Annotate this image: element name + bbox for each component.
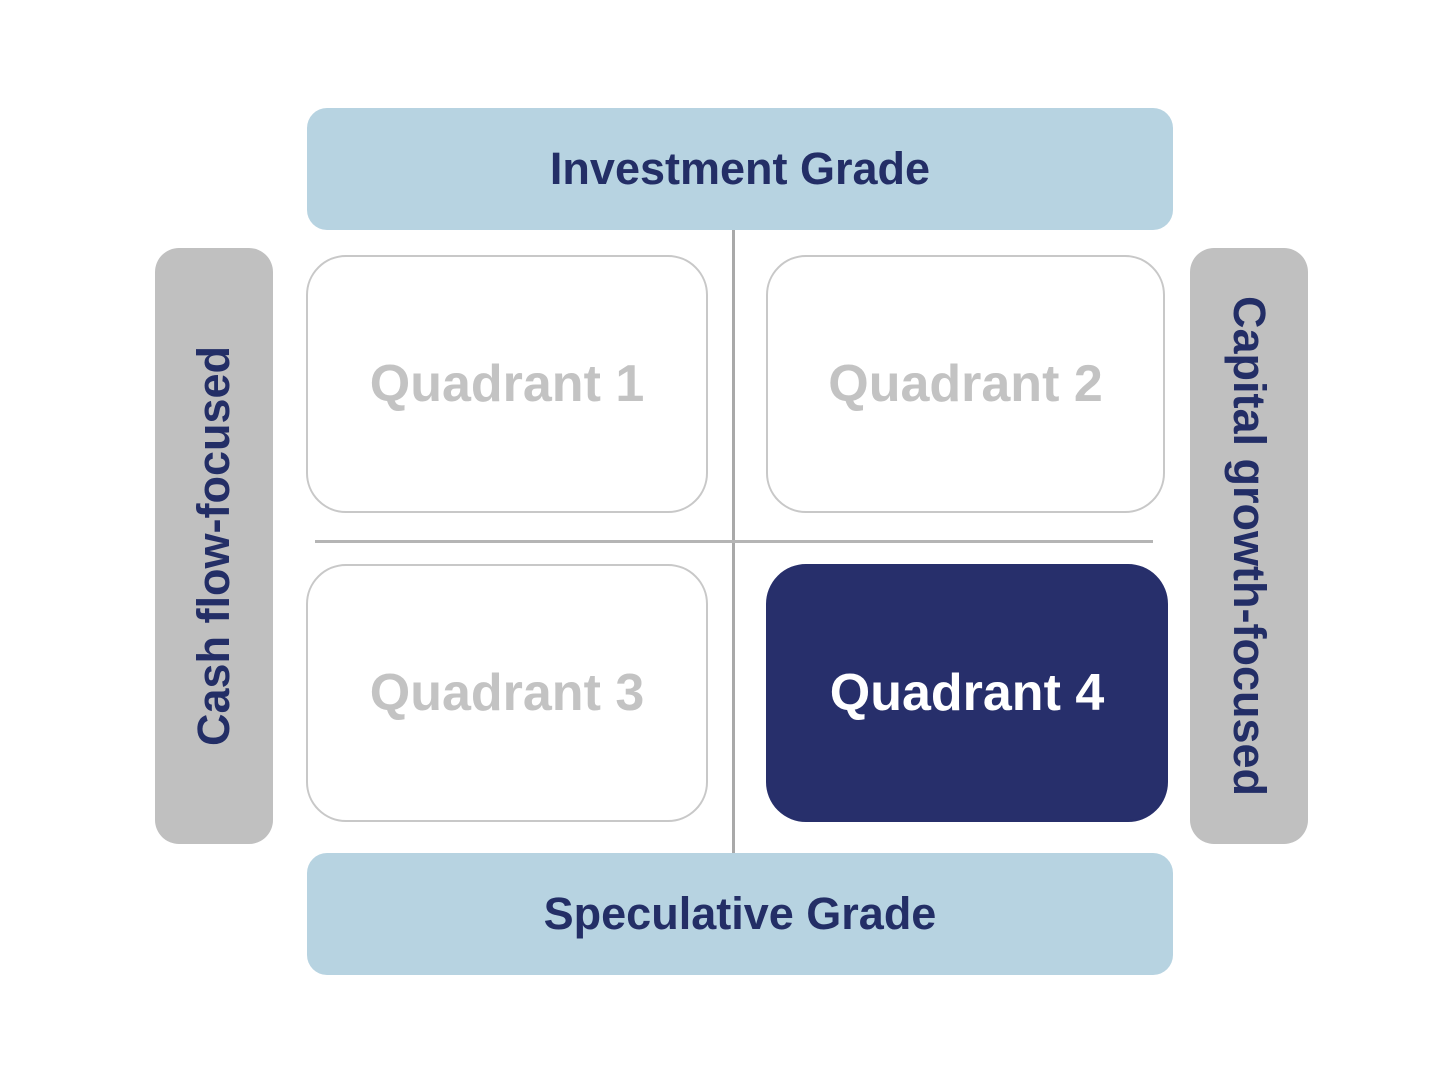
investment-grade-label: Investment Grade	[549, 143, 931, 194]
quadrant-4-label: Quadrant 4	[829, 664, 1105, 722]
bottom-axis-banner: Speculative Grade	[307, 853, 1173, 975]
left-axis-banner: Cash flow-focused	[155, 248, 273, 844]
horizontal-divider-line	[315, 540, 1153, 543]
quadrant-3-box: Quadrant 3	[306, 564, 708, 822]
right-axis-banner: Capital growth-focused	[1190, 248, 1308, 844]
top-axis-banner: Investment Grade	[307, 108, 1173, 230]
speculative-grade-label: Speculative Grade	[543, 888, 937, 939]
quadrant-4-box-highlighted: Quadrant 4	[766, 564, 1168, 822]
quadrant-2-label: Quadrant 2	[828, 355, 1103, 413]
quadrant-3-label: Quadrant 3	[369, 664, 645, 722]
quadrant-2-box: Quadrant 2	[766, 255, 1165, 513]
cash-flow-focused-label: Cash flow-focused	[188, 345, 239, 747]
capital-growth-focused-label: Capital growth-focused	[1224, 295, 1275, 797]
quadrant-1-box: Quadrant 1	[306, 255, 708, 513]
quadrant-1-label: Quadrant 1	[369, 355, 645, 413]
